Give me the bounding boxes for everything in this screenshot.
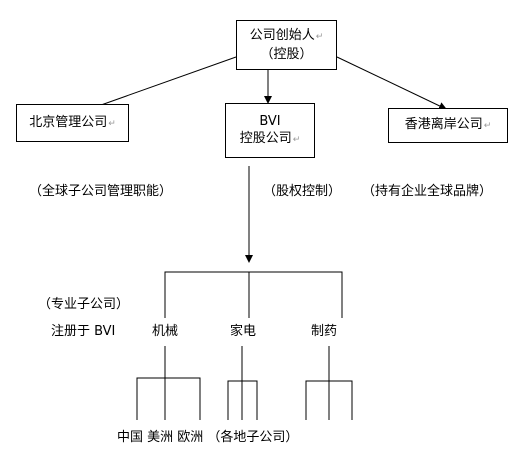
hongkong-label: 香港离岸公司 — [404, 117, 483, 132]
paragraph-mark-icon: ↵ — [483, 121, 492, 131]
registered-label: 注册于 BVI — [51, 324, 116, 339]
subsidiary-title: （专业子公司） — [38, 297, 130, 312]
hongkong-node: 香港离岸公司↵ — [388, 108, 508, 143]
branch-group-1 — [136, 377, 201, 420]
beijing-role-label: （全球子公司管理职能） — [29, 184, 173, 199]
founder-line2: （控股） — [260, 47, 313, 62]
paragraph-mark-icon: ↵ — [108, 118, 116, 129]
arrow-to-hongkong — [336, 56, 447, 110]
subsidiary-machinery: 机械 — [152, 324, 179, 339]
founder-node: 公司创始人↵ （控股） — [236, 20, 337, 70]
beijing-label: 北京管理公司 — [29, 114, 108, 130]
founder-line1: 公司创始人 — [249, 28, 315, 43]
paragraph-mark-icon: ↵ — [292, 134, 301, 145]
subsidiary-bracket — [164, 271, 343, 318]
paragraph-mark-icon: ↵ — [315, 32, 324, 42]
subsidiary-pharma: 制药 — [311, 324, 338, 339]
beijing-node: 北京管理公司↵ — [16, 104, 129, 142]
bvi-line2: 控股公司 — [239, 130, 292, 146]
bvi-role-label: （股权控制） — [263, 184, 342, 199]
regions-label: 中国 美洲 欧洲 （各地子公司） — [117, 430, 299, 445]
hongkong-role-label: （持有企业全球品牌） — [362, 184, 493, 199]
bvi-line1: BVI — [259, 113, 281, 129]
subsidiary-appliances: 家电 — [230, 324, 257, 339]
arrow-to-beijing — [86, 56, 237, 112]
bvi-node: BVI 控股公司↵ — [225, 103, 315, 158]
